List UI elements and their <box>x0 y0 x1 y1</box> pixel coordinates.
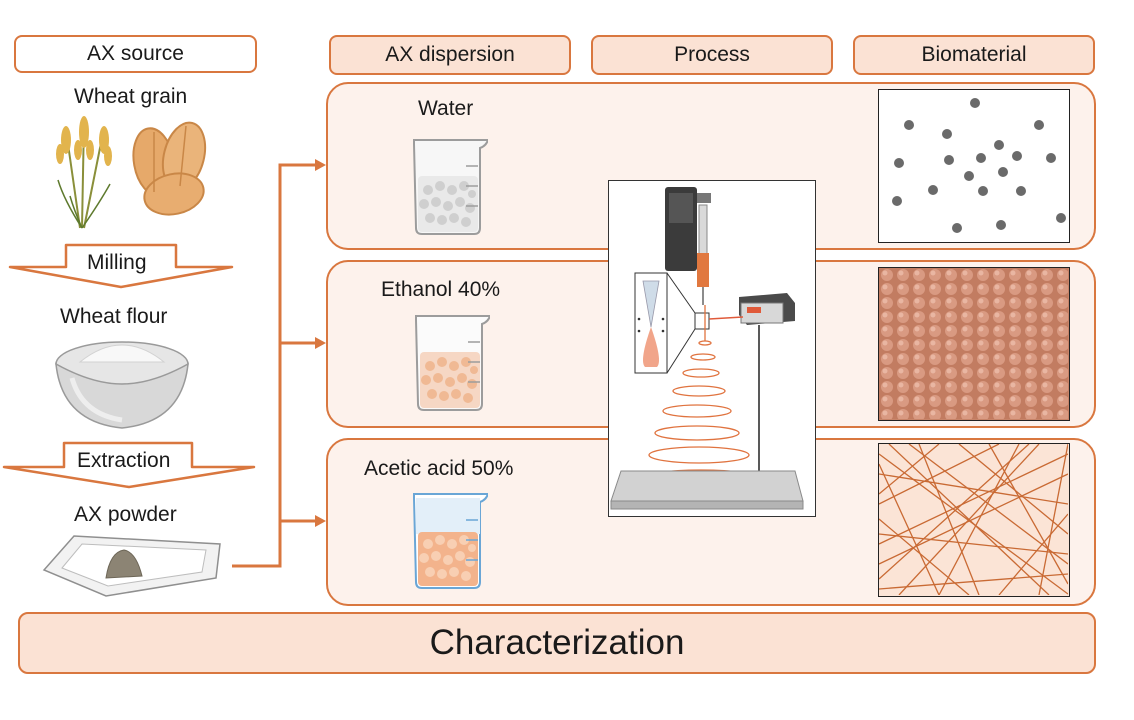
header-process-label: Process <box>674 43 750 66</box>
wheat-kernels-icon <box>132 121 207 216</box>
powder-dish-illustration <box>42 535 221 597</box>
header-ax-source: AX source <box>14 35 257 73</box>
header-biomaterial: Biomaterial <box>853 35 1095 75</box>
biomaterial-water-particles <box>878 89 1070 243</box>
extraction-label: Extraction <box>77 449 171 472</box>
electrospinning-illustration <box>610 187 804 510</box>
taylor-cone-inset <box>634 272 710 374</box>
header-process: Process <box>591 35 833 75</box>
header-ax-dispersion-label: AX dispersion <box>385 43 515 66</box>
dispersion-label-acetic-acid: Acetic acid 50% <box>364 457 514 480</box>
collector-plate-icon <box>610 470 804 510</box>
header-biomaterial-label: Biomaterial <box>921 43 1027 66</box>
milling-label: Milling <box>87 251 147 274</box>
beaker-acetic-acid-icon <box>413 493 488 589</box>
syringe-pump-icon <box>665 187 711 305</box>
milling-arrow <box>8 243 234 289</box>
extraction-arrow <box>2 441 256 489</box>
power-supply-icon <box>708 293 795 487</box>
biomaterial-ethanol-beads <box>878 267 1070 421</box>
flour-bowl-illustration <box>55 341 189 429</box>
characterization-label: Characterization <box>429 623 685 662</box>
electrospinning-setup <box>608 180 816 517</box>
beaker-ethanol-icon <box>415 315 490 411</box>
dispersion-label-water: Water <box>418 97 474 120</box>
wheat-grain-illustration <box>56 116 207 229</box>
beads-texture-image <box>879 268 1068 419</box>
ax-powder-label: AX powder <box>74 503 177 526</box>
dispersion-label-ethanol: Ethanol 40% <box>381 278 501 301</box>
header-ax-source-label: AX source <box>87 42 184 65</box>
biomaterial-acetic-fibers <box>878 443 1070 597</box>
characterization-bar: Characterization <box>18 612 1096 674</box>
wheat-grain-label: Wheat grain <box>74 85 188 108</box>
particles-image <box>892 98 1066 233</box>
fibers-image <box>879 444 1068 595</box>
beaker-water-icon <box>413 139 488 235</box>
wheat-stalk-icon <box>56 116 112 229</box>
header-ax-dispersion: AX dispersion <box>329 35 571 75</box>
wheat-flour-label: Wheat flour <box>60 305 168 328</box>
